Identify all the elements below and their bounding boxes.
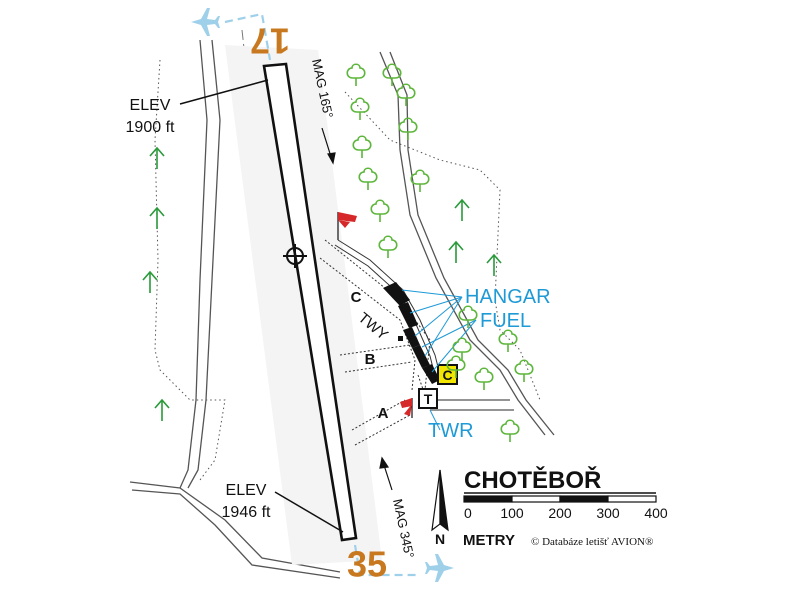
conifer-icon <box>142 270 158 293</box>
tree-icon <box>458 305 478 328</box>
tree-icon <box>358 167 378 190</box>
hangar-buildings <box>383 282 440 384</box>
conifer-icon <box>149 146 165 169</box>
tower-label: TWR <box>428 420 474 442</box>
taxiway-a-label: A <box>378 405 389 422</box>
tree-icon <box>410 169 430 192</box>
plane-icon <box>425 554 454 582</box>
credit-text: © Databáze letišť AVION® <box>531 536 653 548</box>
hangar-label: HANGAR <box>465 286 551 308</box>
north-arrow-icon <box>431 469 449 532</box>
aerodrome-name: CHOTĚBOŘ <box>464 466 601 494</box>
tree-icon <box>452 337 472 360</box>
scale-tick-label: 400 <box>644 505 668 521</box>
north-label: N <box>435 531 445 547</box>
facility-leaders <box>401 289 477 431</box>
tree-icon <box>498 329 518 352</box>
heading-arrow-north-icon <box>321 127 336 165</box>
approach-path-north <box>224 12 272 61</box>
tree-icon <box>446 355 466 378</box>
dotted-boundaries <box>154 59 541 481</box>
conifer-icon <box>154 398 170 421</box>
windsock-icon <box>400 398 413 418</box>
taxiway-c-label: C <box>351 289 362 306</box>
conifer-icon <box>486 253 502 276</box>
scale-segment <box>559 495 609 503</box>
plane-icon <box>191 8 220 36</box>
elev-south-value: 1946 ft <box>222 504 271 521</box>
aerodrome-reference-point-icon <box>283 244 307 268</box>
scale-unit: METRY <box>463 532 515 549</box>
taxiway-label: TWY <box>355 309 391 343</box>
scale-segment <box>607 495 657 503</box>
taxiway-b-label: B <box>365 351 376 368</box>
tree-icon <box>382 63 402 86</box>
svg-text:T: T <box>424 391 433 407</box>
elev-north-value: 1900 ft <box>126 119 175 136</box>
apron-edge <box>337 239 441 376</box>
scale-segment <box>511 495 561 503</box>
scale-segment <box>463 495 513 503</box>
runway-designator-north: 17 <box>250 20 290 61</box>
tree-icon <box>500 419 520 442</box>
tree-icon <box>370 199 390 222</box>
svg-text:C: C <box>442 367 452 383</box>
approach-path-south <box>353 544 420 577</box>
fuel-label: FUEL <box>480 310 531 332</box>
tower-symbol: T <box>418 388 438 409</box>
scale-tick-label: 100 <box>500 505 524 521</box>
elev-south-leader <box>274 491 344 533</box>
runway <box>262 62 358 542</box>
conifer-trees <box>142 146 502 421</box>
tree-icon <box>378 235 398 258</box>
runway-designator-south: 35 <box>347 544 387 585</box>
roads-and-boundaries <box>129 39 555 579</box>
tree-icon <box>352 135 372 158</box>
tree-icon <box>346 63 366 86</box>
heading-label-south: MAG 345° <box>390 498 417 560</box>
tree-icon <box>474 367 494 390</box>
elev-north-leader <box>179 79 269 105</box>
windsock-icon <box>337 212 357 240</box>
tree-icon <box>396 83 416 106</box>
tree-icon <box>398 117 418 140</box>
deciduous-trees <box>346 63 534 442</box>
heading-arrow-south-icon <box>379 456 393 491</box>
scale-tick-label: 0 <box>464 505 472 521</box>
elev-south-label: ELEV <box>226 482 267 499</box>
tree-icon <box>514 359 534 382</box>
conifer-icon <box>149 206 165 229</box>
scale-tick-label: 200 <box>548 505 572 521</box>
scale-bar: 0 100 200 300 400 <box>463 492 668 521</box>
conifer-icon <box>454 198 470 221</box>
scale-tick-label: 300 <box>596 505 620 521</box>
conifer-icon <box>448 240 464 263</box>
tree-icon <box>350 97 370 120</box>
elev-north-label: ELEV <box>130 97 171 114</box>
